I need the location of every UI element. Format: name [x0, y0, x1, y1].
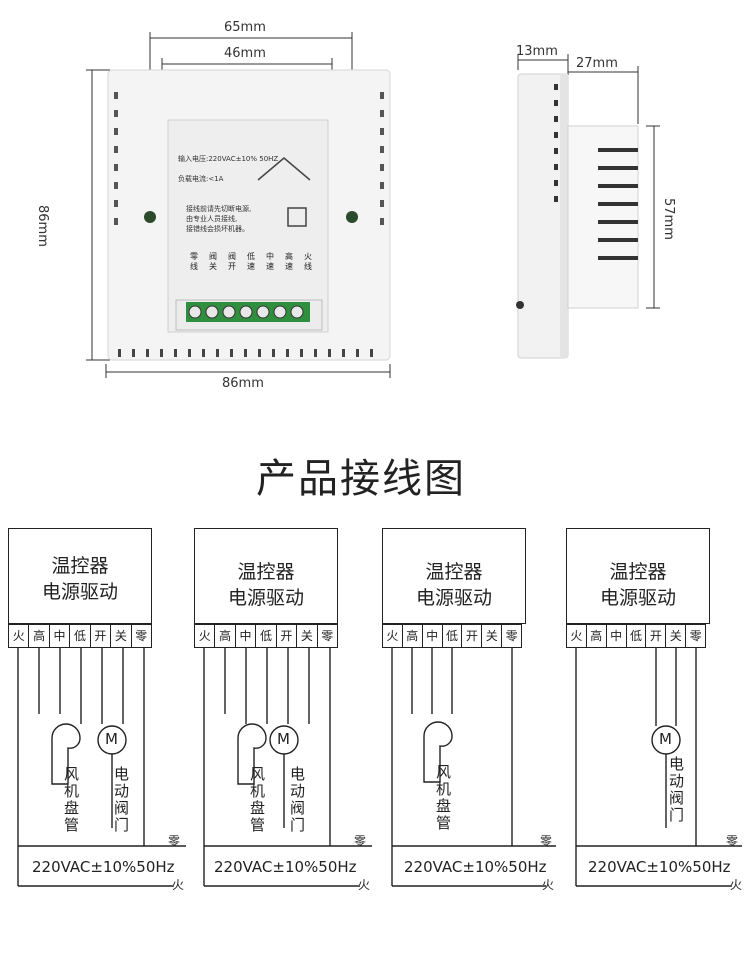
controller-subtitle: 电源驱动 — [41, 581, 118, 603]
terminal-low: 低 — [70, 625, 91, 647]
neutral-label: 零 — [726, 834, 739, 848]
terminal-neutral: 零 — [505, 629, 518, 643]
wiring-lines — [575, 648, 742, 887]
terminal-strip: 火 高 中 低 开 关 零 — [566, 624, 706, 648]
dim-side-height: 57mm — [661, 198, 676, 240]
device-terminal-label: 火线 — [304, 252, 312, 271]
supply-label: 220VAC±10%50Hz — [588, 858, 731, 876]
terminal-neutral: 零 — [689, 629, 702, 643]
live-label: 火 — [542, 878, 555, 892]
device-terminal-label: 阀开 — [228, 252, 236, 271]
wiring-lines — [203, 648, 372, 887]
device-label-line1: 输入电压:220VAC±10% 50HZ — [178, 155, 279, 163]
dim-side-plate: 13mm — [516, 44, 558, 59]
terminal-high: 高 — [215, 625, 236, 647]
terminal-low: 低 — [627, 625, 647, 647]
device-terminal-label: 中速 — [266, 252, 274, 271]
device-terminal-label: 阀关 — [209, 252, 217, 271]
controller-title: 温控器 — [609, 561, 667, 583]
wiring-lines — [17, 648, 186, 887]
terminal-close: 关 — [111, 625, 132, 647]
supply-label: 220VAC±10%50Hz — [32, 858, 175, 876]
terminal-live: 火 — [9, 625, 30, 647]
terminal-high: 高 — [403, 625, 423, 647]
supply-label: 220VAC±10%50Hz — [404, 858, 547, 876]
wiring-lines — [391, 648, 556, 887]
motor-symbol: M — [659, 730, 672, 748]
valve-label: 电动阀门 — [114, 765, 130, 834]
wiring-diagram-2: 温控器 电源驱动 火 高 中 低 开 关 零 M 风机盘管 电动阀门 零 220… — [194, 528, 372, 928]
controller-title: 温控器 — [51, 555, 109, 577]
neutral-label: 零 — [354, 834, 367, 848]
device-terminal-label: 高速 — [285, 252, 293, 271]
dim-side-body: 27mm — [576, 56, 618, 71]
front-view: 65mm 46mm 86mm 86mm 输入电压:220VAC±10% 50HZ… — [0, 0, 500, 400]
terminal-open: 开 — [277, 625, 298, 647]
terminal-mid: 中 — [50, 625, 71, 647]
terminal-open: 开 — [462, 625, 483, 647]
controller-subtitle: 电源驱动 — [227, 587, 304, 609]
controller-box: 温控器 电源驱动 — [194, 528, 338, 624]
section-title: 产品接线图 — [256, 456, 466, 502]
terminal-low: 低 — [256, 625, 277, 647]
terminal-live: 火 — [195, 625, 216, 647]
supply-label: 220VAC±10%50Hz — [214, 858, 357, 876]
front-view-drawing — [86, 32, 391, 378]
side-view-drawing — [516, 54, 660, 359]
device-label-line3: 接线前请先切断电源, — [186, 205, 252, 213]
terminal-close: 关 — [297, 625, 318, 647]
dim-front-inner: 46mm — [224, 46, 266, 61]
controller-box: 温控器 电源驱动 — [566, 528, 710, 624]
terminal-open: 开 — [91, 625, 112, 647]
controller-box: 温控器 电源驱动 — [8, 528, 152, 624]
wiring-diagram-4: 温控器 电源驱动 火 高 中 低 开 关 零 M 电动阀门 零 220VAC±1… — [566, 528, 750, 928]
terminal-mid: 中 — [423, 625, 443, 647]
dim-front-outer: 65mm — [224, 20, 266, 35]
device-label-line4: 由专业人员接线, — [186, 215, 238, 223]
terminal-live: 火 — [567, 625, 587, 647]
device-terminal-label: 低速 — [247, 252, 255, 271]
terminal-close: 关 — [666, 625, 687, 647]
terminal-live: 火 — [383, 625, 403, 647]
terminal-mid: 中 — [236, 625, 257, 647]
controller-subtitle: 电源驱动 — [415, 587, 492, 609]
side-view: 13mm 27mm 57mm — [500, 0, 750, 400]
controller-box: 温控器 电源驱动 — [382, 528, 526, 624]
terminal-high: 高 — [29, 625, 50, 647]
device-label-line5: 接错线会损坏机器。 — [186, 225, 249, 233]
device-terminal-label: 零线 — [190, 252, 198, 271]
controller-subtitle: 电源驱动 — [599, 587, 676, 609]
terminal-strip: 火 高 中 低 开 关 零 — [8, 624, 152, 648]
terminal-high: 高 — [587, 625, 607, 647]
live-label: 火 — [172, 878, 185, 892]
fan-coil-label: 风机盘管 — [64, 765, 80, 834]
fan-coil-label: 风机盘管 — [250, 765, 266, 834]
motor-symbol: M — [277, 730, 290, 748]
terminal-neutral: 零 — [321, 629, 334, 643]
fan-coil-label: 风机盘管 — [436, 763, 452, 832]
device-terminal-labels: 零线 阀关 阀开 低速 中速 高速 火线 — [190, 252, 314, 272]
neutral-label: 零 — [540, 834, 553, 848]
live-label: 火 — [358, 878, 371, 892]
controller-title: 温控器 — [237, 561, 295, 583]
valve-label: 电动阀门 — [669, 755, 685, 824]
device-label-line2: 负载电流:<1A — [178, 175, 224, 183]
valve-label: 电动阀门 — [290, 765, 306, 834]
wiring-diagram-3: 温控器 电源驱动 火 高 中 低 开 关 零 风机盘管 零 220VAC±10%… — [382, 528, 560, 928]
controller-title: 温控器 — [425, 561, 483, 583]
terminal-strip: 火 高 中 低 开 关 零 — [194, 624, 338, 648]
terminal-low: 低 — [443, 625, 463, 647]
neutral-label: 零 — [168, 834, 181, 848]
dim-front-height: 86mm — [35, 205, 50, 247]
terminal-mid: 中 — [607, 625, 627, 647]
motor-symbol: M — [105, 730, 118, 748]
terminal-close: 关 — [482, 625, 503, 647]
terminal-strip: 火 高 中 低 开 关 零 — [382, 624, 522, 648]
terminal-neutral: 零 — [135, 629, 148, 643]
terminal-open: 开 — [646, 625, 667, 647]
dim-front-bottom: 86mm — [222, 376, 264, 391]
wiring-diagram-1: 温控器 电源驱动 火 高 中 低 开 关 零 M 风机盘管 电动阀门 零 220… — [8, 528, 186, 928]
live-label: 火 — [730, 878, 743, 892]
